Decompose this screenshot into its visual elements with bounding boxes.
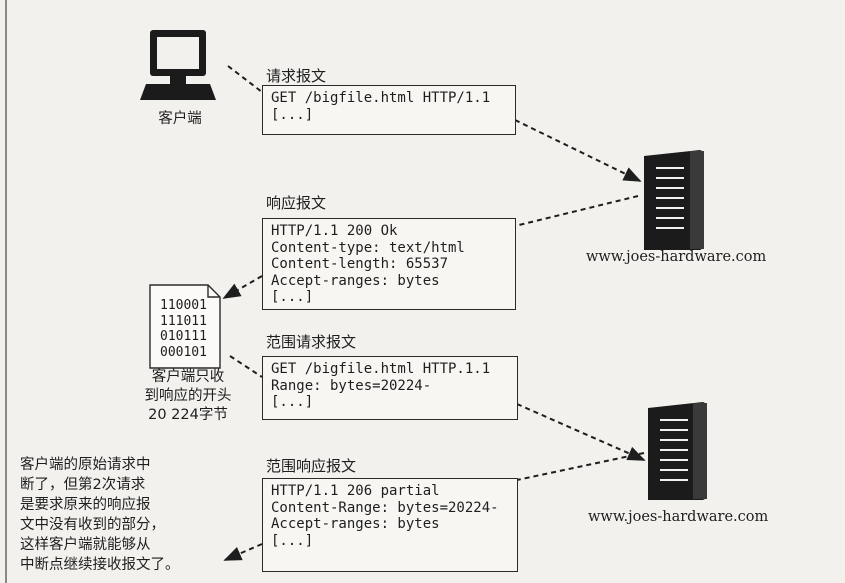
server-host-label: www.joes-hardware.com [588, 509, 769, 525]
server-to-range-response-connector [516, 452, 645, 481]
message-line: GET /bigfile.html HTTP/1.1 [271, 90, 491, 106]
request-to-server-arrow [514, 119, 642, 182]
request-message-title: 请求报文 [266, 67, 327, 85]
note-line: 文中没有收到的部分， [20, 517, 165, 533]
binary-line: 010111 [160, 329, 207, 344]
message-line: Content-Range: bytes=20224- [271, 499, 499, 516]
message-line: [...] [271, 289, 314, 305]
range-request-title: 范围请求报文 [266, 333, 357, 351]
range-response-to-note-arrow [223, 543, 263, 561]
message-line: [...] [271, 106, 314, 123]
server-host-label: www.joes-hardware.com [586, 249, 767, 265]
message-line: Content-type: text/html [271, 239, 465, 256]
note-line: 客户端的原始请求中 [20, 457, 151, 473]
binary-line: 111011 [160, 313, 207, 329]
message-line: Content-length: 65537 [271, 256, 449, 272]
computer-icon [140, 30, 216, 100]
request-message-box: GET /bigfile.html HTTP/1.1 [...] [262, 85, 516, 135]
response-message-box: HTTP/1.1 200 Ok Content-type: text/html … [262, 218, 516, 310]
server-icon [648, 402, 707, 500]
note-line: 这样客户端就能够从 [20, 537, 151, 553]
range-request-to-server-arrow [516, 403, 646, 461]
range-response-box: HTTP/1.1 206 partial Content-Range: byte… [262, 478, 518, 572]
range-request-box: GET /bigfile.html HTTP.1.1 Range: bytes=… [262, 356, 518, 420]
resume-explanation-note: 客户端的原始请求中 断了，但第2次请求 是要求原来的响应报 文中没有收到的部分，… [20, 455, 180, 575]
message-line: Accept-ranges: bytes [271, 516, 440, 532]
note-line: 是要求原来的响应报 [20, 497, 151, 513]
message-line: Range: bytes=20224- [271, 377, 432, 394]
binary-line: 110001 [160, 298, 207, 313]
binary-line: 000101 [160, 344, 207, 360]
message-line: Accept-ranges: bytes [271, 272, 440, 289]
note-line: 断了，但第2次请求 [20, 477, 146, 493]
note-line: 到响应的开头 [144, 388, 232, 404]
client-label: 客户端 [158, 111, 202, 127]
document-to-range-request-connector [229, 355, 263, 378]
message-line: HTTP/1.1 200 Ok [271, 223, 398, 239]
note-line: 客户端只收 [151, 369, 225, 385]
server-icon [644, 150, 704, 250]
response-message-title: 响应报文 [266, 194, 327, 212]
document-binary-text: 110001 111011 010111 000101 [160, 298, 207, 360]
message-line: GET /bigfile.html HTTP.1.1 [271, 361, 491, 377]
client-to-request-connector [227, 65, 263, 93]
note-line: 20 224字节 [148, 407, 228, 423]
response-to-document-arrow [222, 275, 263, 299]
document-icon [149, 284, 221, 369]
server-to-response-connector [514, 195, 639, 227]
message-line: [...] [271, 394, 314, 410]
message-line: [...] [271, 532, 314, 549]
message-line: HTTP/1.1 206 partial [271, 483, 440, 499]
received-bytes-note: 客户端只收 到响应的开头 20 224字节 [118, 368, 258, 425]
range-response-title: 范围响应报文 [266, 457, 357, 475]
note-line: 中断点继续接收报文了。 [20, 557, 180, 573]
